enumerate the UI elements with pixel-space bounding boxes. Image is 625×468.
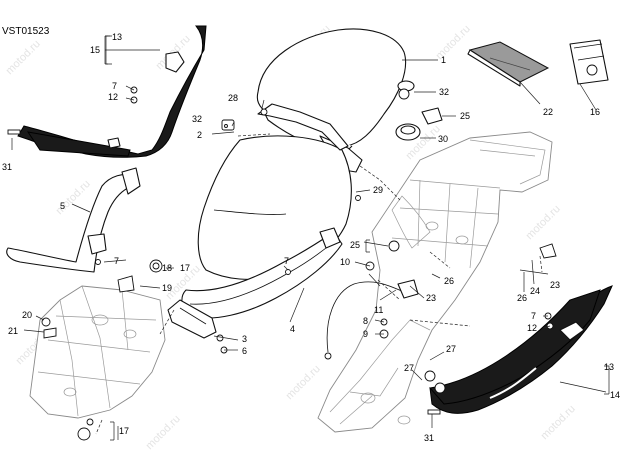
callout-32: 32 xyxy=(439,87,449,97)
callout-11: 11 xyxy=(374,305,383,315)
callout-13: 13 xyxy=(604,362,614,372)
callout-6: 6 xyxy=(242,346,247,356)
callout-18: 18 xyxy=(162,263,172,273)
document-bag xyxy=(569,39,609,85)
callout-21: 21 xyxy=(8,326,18,336)
callout-25: 25 xyxy=(350,240,360,250)
callout-10: 10 xyxy=(340,257,350,267)
seat-bracket xyxy=(257,103,349,151)
callout-7: 7 xyxy=(114,256,119,266)
group-brackets xyxy=(105,35,610,441)
callout-16: 16 xyxy=(590,107,600,117)
callout-15: 15 xyxy=(90,45,100,55)
callout-20: 20 xyxy=(22,310,32,320)
watermark-text: motod.ru xyxy=(524,203,563,242)
front-subframe xyxy=(29,285,166,419)
watermark-text: motod.ru xyxy=(54,178,93,217)
watermark-text: motod.ru xyxy=(284,363,323,402)
callout-7: 7 xyxy=(531,311,536,321)
callout-26: 26 xyxy=(444,276,454,286)
watermark-text: motod.ru xyxy=(539,403,578,442)
callout-25: 25 xyxy=(460,111,470,121)
callout-27: 27 xyxy=(446,344,456,354)
callout-31: 31 xyxy=(2,162,12,172)
callout-7: 7 xyxy=(284,256,289,266)
callout-2: 2 xyxy=(197,130,202,140)
callout-14: 14 xyxy=(610,390,620,400)
callout-labels: VST01523 1 2 3 4 5 6 7 7 7 7 8 9 10 11 1… xyxy=(2,26,620,443)
callout-29: 29 xyxy=(373,185,383,195)
callout-17: 17 xyxy=(119,426,129,436)
callout-27: 27 xyxy=(404,363,414,373)
callout-23: 23 xyxy=(550,280,560,290)
callout-12: 12 xyxy=(108,92,118,102)
side-cover-right xyxy=(429,285,613,414)
watermark-text: motod.ru xyxy=(434,23,473,62)
callout-32: 32 xyxy=(192,114,202,124)
callout-31: 31 xyxy=(424,433,434,443)
callout-12: 12 xyxy=(527,323,537,333)
callout-4: 4 xyxy=(290,324,295,334)
callout-23: 23 xyxy=(426,293,436,303)
seat-release-cable xyxy=(324,279,419,360)
callout-13: 13 xyxy=(112,32,122,42)
diagram-code: VST01523 xyxy=(2,26,50,37)
side-cover-left xyxy=(17,25,207,158)
leader-lines xyxy=(11,35,607,440)
callout-28: 28 xyxy=(228,93,238,103)
callout-5: 5 xyxy=(60,201,65,211)
callout-7: 7 xyxy=(112,81,117,91)
rear-subframe xyxy=(317,131,553,433)
callout-17: 17 xyxy=(180,263,190,273)
manual-pouch xyxy=(467,41,550,87)
callout-22: 22 xyxy=(543,107,553,117)
callout-1: 1 xyxy=(441,55,446,65)
callout-3: 3 xyxy=(242,334,247,344)
callout-19: 19 xyxy=(162,283,172,293)
seat-lock xyxy=(395,80,443,141)
watermark-text: motod.ru xyxy=(4,38,43,77)
callout-30: 30 xyxy=(438,134,448,144)
watermark-text: motod.ru xyxy=(144,413,183,452)
callout-9: 9 xyxy=(363,329,368,339)
callout-8: 8 xyxy=(363,316,368,326)
callout-24: 24 xyxy=(530,286,540,296)
callout-26: 26 xyxy=(517,293,527,303)
side-frame-left xyxy=(6,167,141,273)
